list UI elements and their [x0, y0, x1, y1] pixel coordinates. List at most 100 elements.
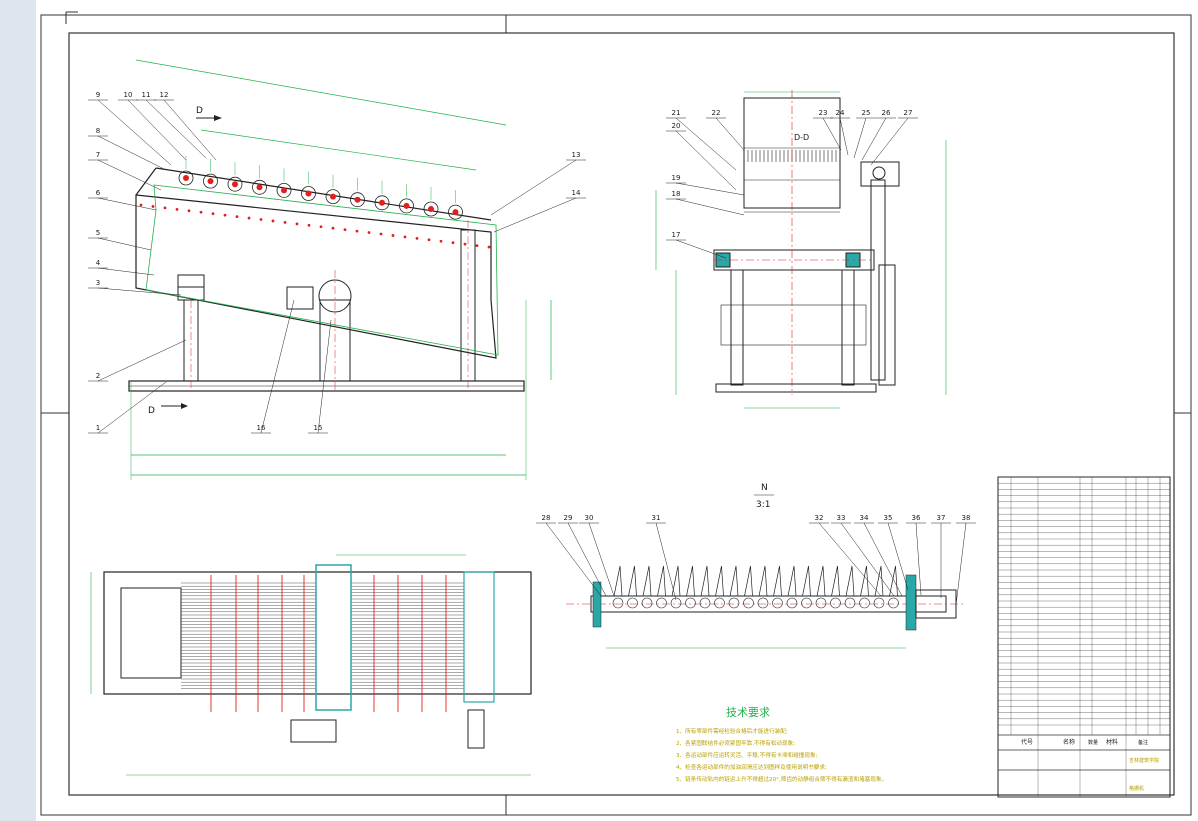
part-balloon: 21 [672, 109, 681, 117]
part-balloon: 23 [819, 109, 828, 117]
part-balloon: 25 [862, 109, 871, 117]
leader-line [675, 117, 737, 171]
part-balloon: 6 [96, 189, 101, 197]
sprocket-wheel [227, 176, 243, 192]
part-balloon: 15 [314, 424, 323, 432]
part-balloon: 10 [124, 91, 133, 99]
section-label-top: D [196, 106, 203, 116]
part-balloon: 12 [160, 91, 169, 99]
part-balloon: 31 [652, 514, 661, 522]
header-material: 材料 [1106, 738, 1118, 746]
sprocket-wheel [423, 201, 439, 217]
part-balloon: 8 [96, 127, 100, 135]
sprocket-wheel [325, 189, 341, 205]
part-balloon: 16 [257, 424, 266, 432]
sprocket-wheel [252, 179, 267, 195]
leader-line [818, 522, 882, 597]
part-balloon: 27 [904, 109, 913, 117]
cad-drawing: D D D-D [40, 11, 1192, 816]
part-balloon: 5 [96, 229, 100, 237]
leader-line [97, 197, 157, 211]
leader-line [317, 319, 332, 434]
part-balloon: 19 [672, 174, 681, 182]
part-balloon: 20 [672, 122, 681, 130]
sprocket-wheel [203, 173, 218, 189]
part-balloon: 4 [96, 259, 101, 267]
front-view: D D [128, 59, 552, 480]
leader-line [853, 117, 867, 159]
leader-line [915, 522, 922, 596]
notes-title: 技术要求 [726, 706, 770, 719]
sprocket-wheel [276, 182, 292, 198]
leader-line [145, 99, 207, 159]
sprocket-wheel [178, 170, 194, 186]
part-balloon: 7 [96, 151, 100, 159]
sprocket-wheel [374, 195, 390, 211]
detail-scale: 3:1 [756, 500, 770, 510]
detail-view-n: N 3:1 [566, 483, 966, 649]
leader-line [97, 381, 167, 434]
sprocket-wheel [350, 192, 365, 208]
part-balloon: 36 [912, 514, 921, 522]
note-1: 1、所有零部件需经检验合格后才能进行装配; [676, 727, 788, 735]
leader-line [887, 522, 909, 591]
part-balloon: 11 [142, 91, 151, 99]
part-balloon: 17 [672, 231, 681, 239]
header-qty: 数量 [1088, 739, 1098, 746]
leader-line [655, 522, 677, 601]
part-balloon: 28 [542, 514, 551, 522]
school-name: 吉林建筑学院 [1129, 757, 1159, 764]
part-balloon: 3 [96, 279, 100, 287]
leader-line [127, 99, 187, 161]
leader-line [490, 159, 577, 216]
part-balloon: 26 [882, 109, 891, 117]
leader-line [545, 522, 602, 597]
leader-line [840, 522, 895, 597]
section-label-bottom: D [148, 406, 155, 416]
leader-line [675, 182, 745, 196]
part-balloon: 38 [962, 514, 971, 522]
leader-line [493, 197, 577, 233]
note-3: 3、各运动部件应运转灵活、平稳,不得有卡滞和碰撞现象; [676, 751, 818, 759]
part-balloon: 30 [585, 514, 594, 522]
part-balloon: 29 [564, 514, 573, 522]
drawing-sheet: D D D-D [36, 0, 1198, 821]
drawing-name: 格栅机 [1129, 785, 1144, 792]
section-view-title: D-D [794, 133, 809, 142]
side-section-view: D-D [655, 90, 947, 409]
leader-line [839, 117, 849, 156]
part-balloon: 34 [860, 514, 869, 522]
note-2: 2、各紧固联结件必须紧固牢靠,不得有松动现象; [676, 739, 795, 747]
leader-line [675, 130, 737, 191]
leader-line [97, 159, 162, 191]
leader-line [861, 117, 887, 161]
leader-line [863, 522, 903, 597]
leader-line [97, 267, 155, 276]
leader-line [260, 299, 295, 434]
part-balloon: 2 [96, 372, 100, 380]
leader-line [97, 99, 172, 166]
part-balloon: 13 [572, 151, 581, 159]
sprocket-wheel [399, 198, 414, 214]
part-balloon: 24 [836, 109, 845, 117]
leader-line [97, 339, 187, 382]
note-4: 4、检查各运动部件的加油润滑应达到图样及使用说明书要求; [676, 763, 827, 771]
part-balloon: 35 [884, 514, 893, 522]
leader-line [97, 237, 152, 251]
leader-line [822, 117, 842, 151]
leader-line [97, 287, 182, 296]
header-code: 代号 [1021, 738, 1033, 746]
sprocket-wheel [301, 186, 316, 201]
leader-line [715, 117, 745, 151]
top-view [90, 554, 532, 776]
part-balloon: 14 [572, 189, 581, 197]
leader-line [675, 239, 727, 259]
note-5: 5、链条传动轨内的链运上升不得超过20°,筛齿的动静组合筛不得有漏渣和堵塞现象。 [676, 775, 887, 783]
leader-line [955, 522, 967, 606]
title-block: 代号 名称 数量 材料 备注 吉林建筑学院 格栅机 [997, 476, 1171, 798]
part-balloon: 37 [937, 514, 946, 522]
part-balloon: 9 [96, 91, 100, 99]
technical-requirements: 技术要求 1、所有零部件需经检验合格后才能进行装配; 2、各紧固联结件必须紧固牢… [676, 706, 887, 783]
leader-line [870, 117, 909, 166]
sprocket-wheel [448, 204, 463, 220]
